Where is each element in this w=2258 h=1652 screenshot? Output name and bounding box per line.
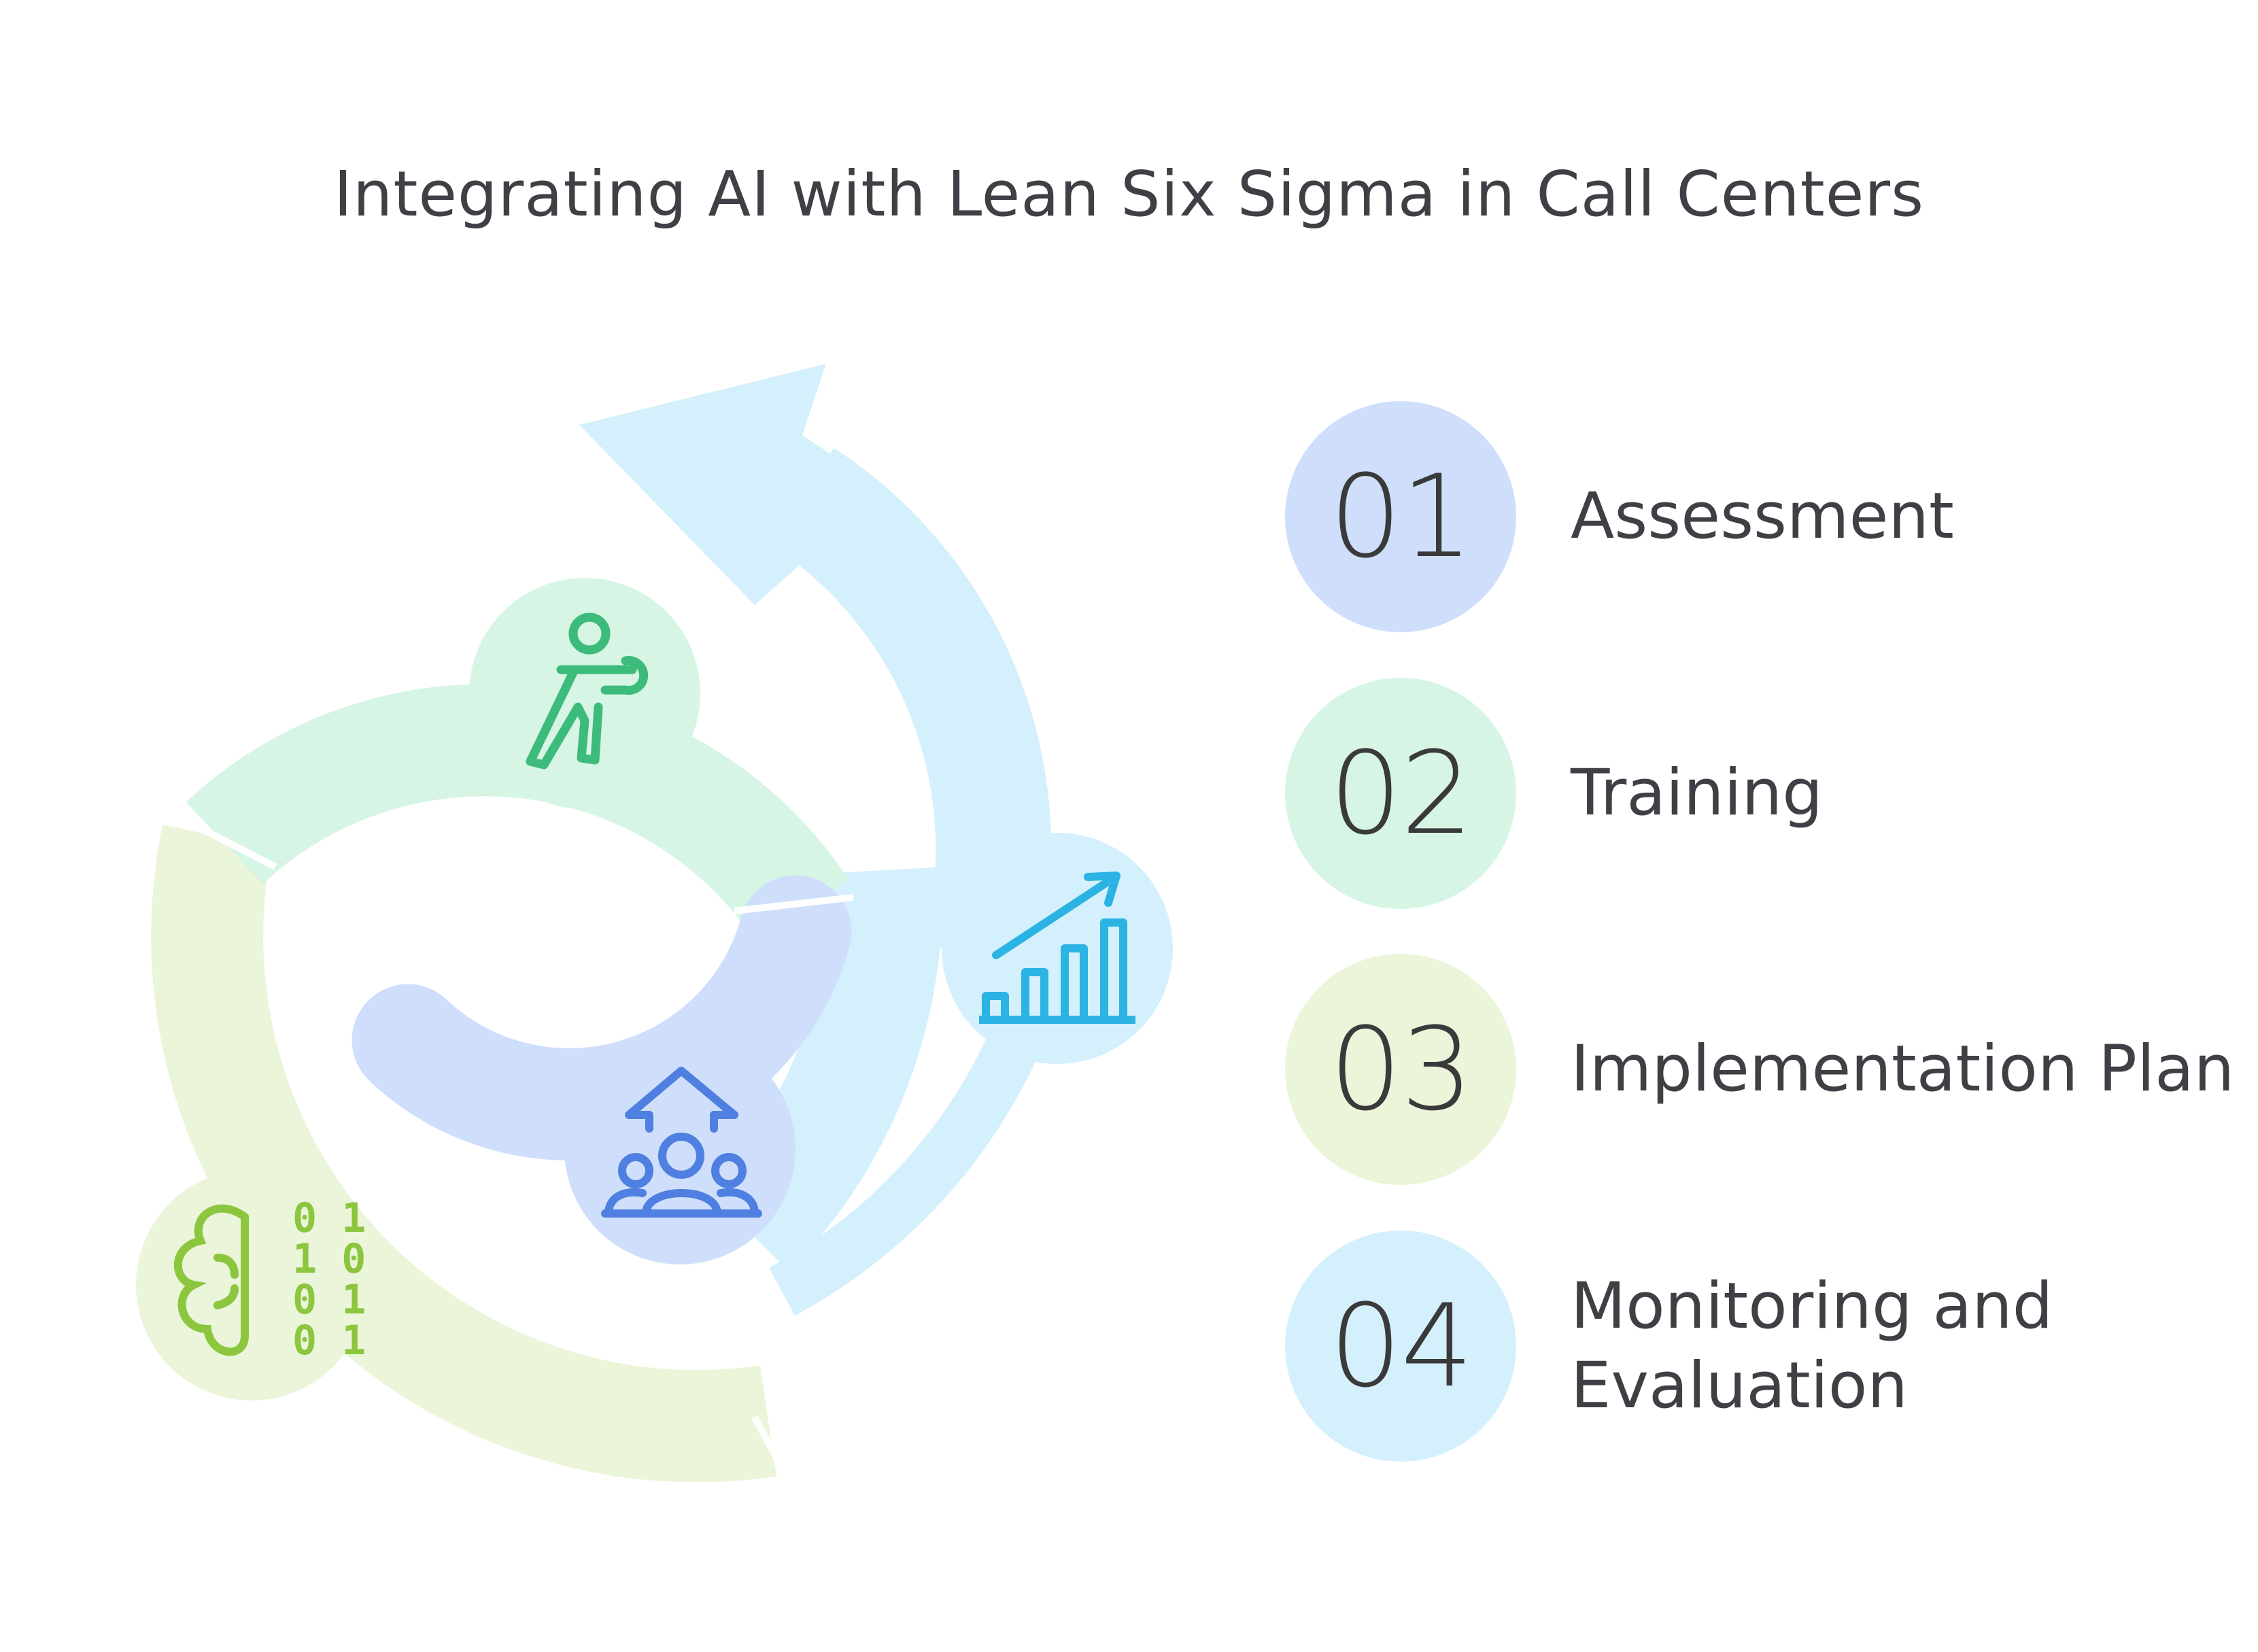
person-training-icon: [526, 613, 649, 770]
icon-node-monitoring: [564, 1033, 796, 1264]
step-badge: 01: [1285, 401, 1516, 632]
spiral-cycle-diagram: 0 1 1 0 0 1 0 1: [136, 364, 1173, 1483]
step-badge: 03: [1285, 954, 1516, 1185]
chart-growth-icon: [979, 872, 1135, 1024]
team-growth-icon: [601, 1067, 762, 1218]
icon-node-training: [469, 578, 700, 809]
step-label: Monitoring and Evaluation: [1571, 1269, 2053, 1424]
icon-node-assessment: [942, 833, 1173, 1064]
step-monitoring-evaluation: 04 Monitoring and Evaluation: [1285, 1231, 2237, 1462]
step-badge: 02: [1285, 678, 1516, 909]
page-title: Integrating AI with Lean Six Sigma in Ca…: [333, 158, 1925, 230]
step-implementation-plan: 03 Implementation Plan: [1285, 954, 2237, 1185]
binary-row-1: 0 1: [292, 1194, 366, 1242]
step-number: 04: [1329, 1279, 1473, 1413]
binary-row-3: 0 1: [292, 1276, 366, 1324]
step-assessment: 01 Assessment: [1285, 401, 2237, 632]
step-number: 03: [1329, 1003, 1473, 1136]
icon-node-implementation: 0 1 1 0 0 1 0 1: [136, 1169, 367, 1400]
binary-row-2: 1 0: [292, 1235, 366, 1283]
step-number: 02: [1329, 727, 1473, 860]
step-badge: 04: [1285, 1231, 1516, 1462]
step-label: Implementation Plan: [1571, 1032, 2235, 1107]
green-segment: [175, 684, 849, 942]
step-number: 01: [1329, 450, 1473, 583]
step-label: Training: [1571, 756, 1823, 831]
step-training: 02 Training: [1285, 678, 2237, 909]
step-label: Assessment: [1571, 479, 1954, 554]
binary-row-4: 0 1: [292, 1317, 366, 1364]
ai-brain-binary-icon: [173, 1204, 249, 1356]
